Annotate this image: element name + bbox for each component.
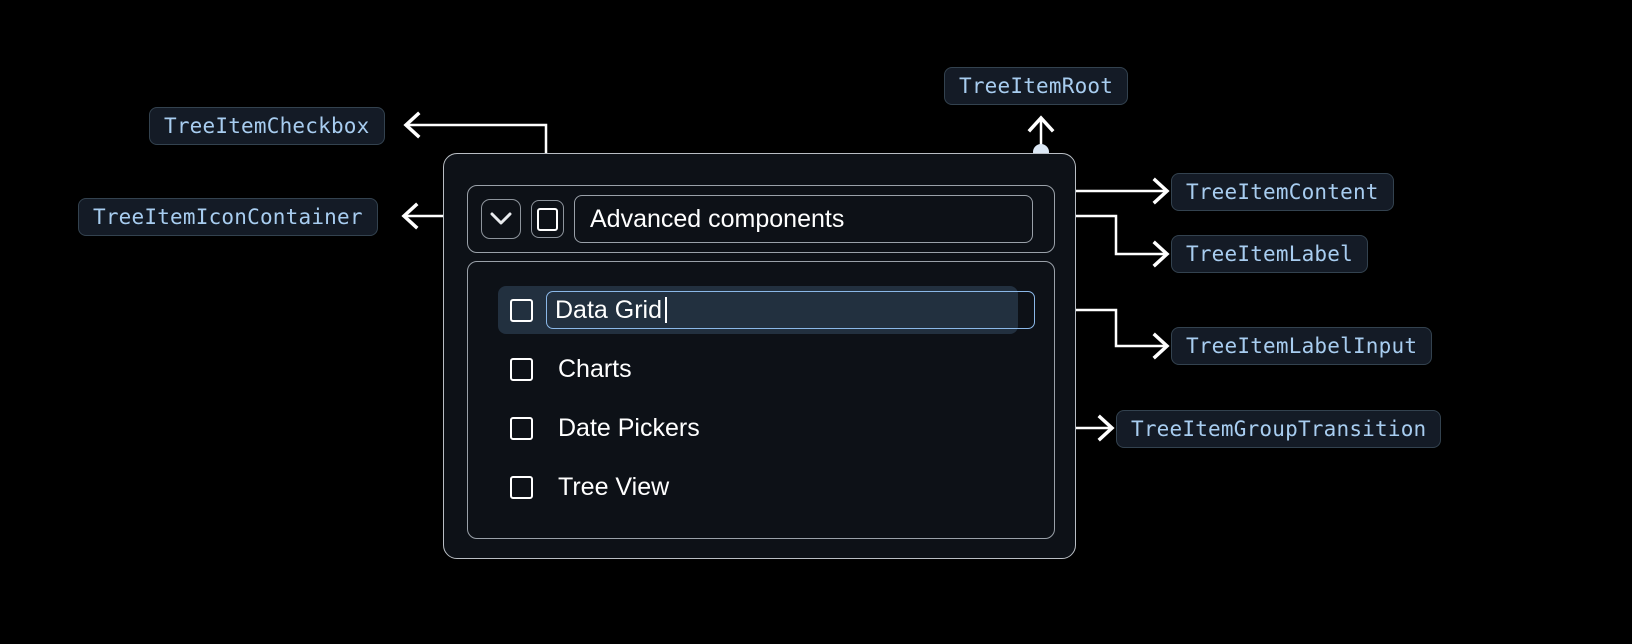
text-caret [664, 297, 667, 323]
tree-item-row-data-grid[interactable]: Data Grid [498, 286, 1035, 334]
arrowhead-content [1152, 177, 1170, 205]
tree-item-checkbox[interactable] [510, 357, 533, 381]
tree-item-root[interactable]: Advanced components Data Grid Charts Dat… [443, 153, 1076, 559]
tree-item-group-transition: Data Grid Charts Date Pickers Tree View [467, 261, 1055, 539]
tree-item-label-input-value: Data Grid [555, 295, 662, 324]
tree-item-checkbox[interactable] [531, 200, 564, 238]
annotation-tree-item-icon-container: TreeItemIconContainer [78, 198, 378, 236]
tree-item-icon-container[interactable] [481, 199, 521, 239]
annotation-tree-item-checkbox: TreeItemCheckbox [149, 107, 385, 145]
annotation-tree-item-label-input: TreeItemLabelInput [1171, 327, 1433, 365]
tree-item-checkbox[interactable] [510, 416, 533, 440]
arrowhead-label [1152, 240, 1170, 268]
chevron-down-icon [490, 212, 512, 225]
tree-item-label-input[interactable]: Data Grid [546, 291, 1035, 329]
tree-item-label[interactable]: Date Pickers [558, 413, 700, 442]
tree-item-label-text: Advanced components [590, 204, 845, 233]
annotation-tree-item-group-transition: TreeItemGroupTransition [1116, 410, 1442, 448]
arrowhead-icon-container [401, 202, 419, 230]
tree-item-content[interactable]: Advanced components [467, 185, 1055, 253]
tree-item-checkbox[interactable] [510, 298, 533, 322]
tree-item-row-tree-view[interactable]: Tree View [498, 463, 1018, 511]
tree-item-checkbox[interactable] [510, 475, 533, 499]
annotation-tree-item-label: TreeItemLabel [1171, 235, 1368, 273]
tree-item-label[interactable]: Tree View [558, 472, 670, 501]
checkbox-box [537, 207, 558, 231]
annotation-tree-item-root: TreeItemRoot [944, 67, 1129, 105]
annotation-tree-item-content: TreeItemContent [1171, 173, 1394, 211]
tree-item-row-date-pickers[interactable]: Date Pickers [498, 404, 1018, 452]
arrowhead-root [1027, 115, 1055, 133]
arrowhead-checkbox [403, 111, 421, 139]
arrowhead-label-input [1152, 332, 1170, 360]
arrowhead-group-transition [1097, 414, 1115, 442]
tree-item-row-charts[interactable]: Charts [498, 345, 1018, 393]
tree-item-label[interactable]: Advanced components [574, 195, 1033, 243]
tree-item-label[interactable]: Charts [558, 354, 632, 383]
